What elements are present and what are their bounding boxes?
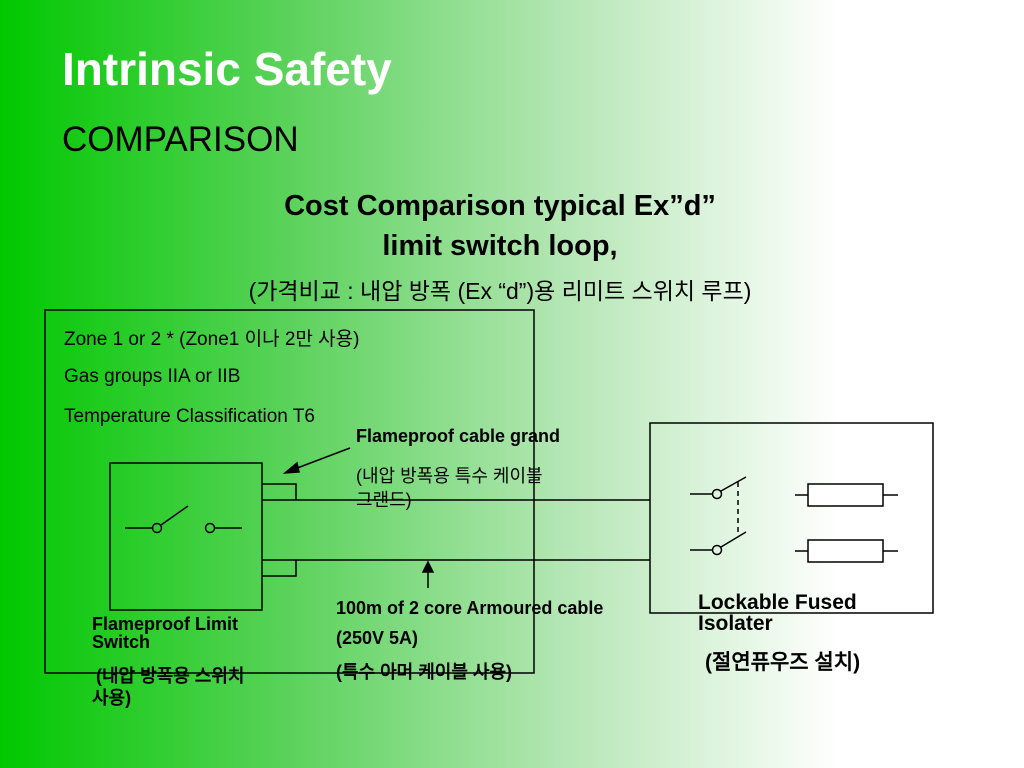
- isolator-box: [649, 422, 934, 614]
- slide-title: Intrinsic Safety: [62, 43, 392, 95]
- isolator-label-2: Isolater: [698, 612, 773, 635]
- isolator-korean-label: (절연퓨우즈 설치): [705, 651, 861, 674]
- zone-text: Zone 1 or 2 * (Zone1 이나 2만 사용): [64, 329, 360, 350]
- cable-rating-label: (250V 5A): [336, 628, 419, 648]
- isolator-label-1: Lockable Fused: [698, 591, 857, 614]
- cable-gland-korean-2: 그랜드): [356, 490, 412, 510]
- cable-gland-label: Flameproof cable grand: [356, 426, 561, 446]
- cable-arrow: [421, 560, 435, 588]
- gas-groups-text: Gas groups IIA or IIB: [64, 366, 241, 387]
- gland-arrow: [282, 447, 351, 474]
- hazardous-area-box: [44, 309, 535, 674]
- cable-korean-label: (특수 아머 케이블 사용): [336, 662, 513, 682]
- limit-switch-box: [109, 462, 263, 611]
- limit-switch-symbol: [125, 505, 242, 534]
- cable-gland-bottom: [262, 560, 297, 577]
- limit-switch-korean-1: (내압 방폭용 스위치: [96, 666, 245, 686]
- slide-subtitle: COMPARISON: [62, 120, 299, 159]
- isolator-switch-symbol: [690, 476, 747, 556]
- heading-line-1: Cost Comparison typical Ex”d”: [284, 190, 716, 222]
- heading-line-3: (가격비교 : 내압 방폭 (Ex “d”)용 리미트 스위치 루프): [248, 278, 752, 304]
- limit-switch-label-1: Flameproof Limit: [92, 614, 239, 634]
- limit-switch-korean-2: 사용): [92, 688, 132, 708]
- cable-gland-korean-1: (내압 방폭용 특수 케이블: [356, 466, 543, 486]
- cable-gland-top: [262, 483, 297, 500]
- cable-label: 100m of 2 core Armoured cable: [336, 598, 604, 618]
- limit-switch-label-2: Switch: [92, 632, 151, 652]
- fuse-symbols: [795, 483, 898, 563]
- temperature-text: Temperature Classification T6: [64, 406, 315, 427]
- heading-line-2: limit switch loop,: [382, 230, 618, 262]
